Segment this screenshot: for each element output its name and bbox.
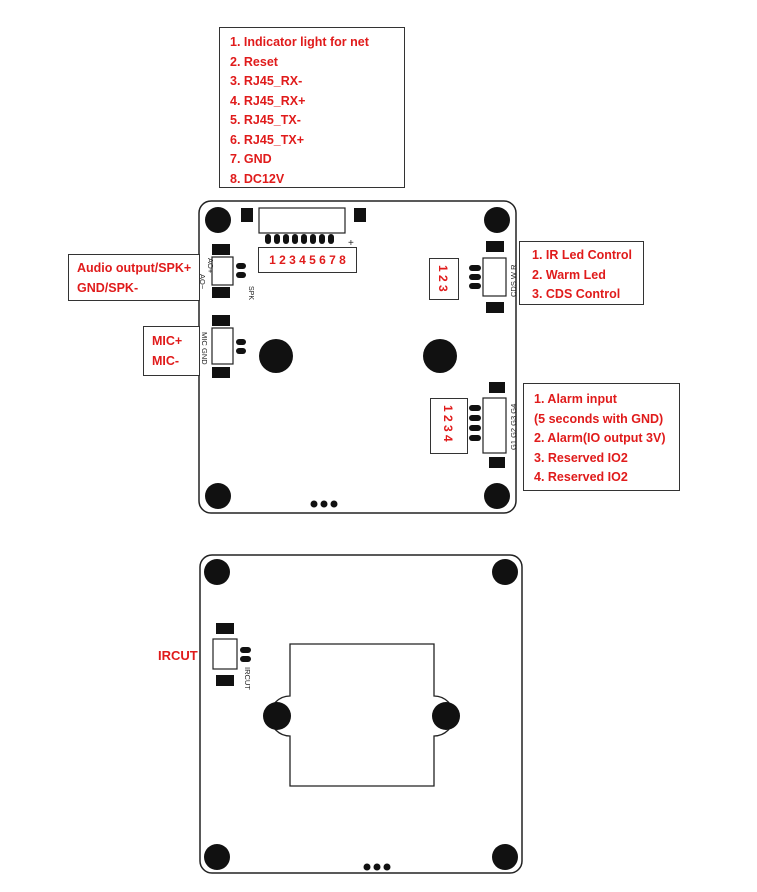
mic-plus-label: MIC+ [152,334,183,348]
audio-label-box: Audio output/SPK+ GND/SPK- [68,254,200,301]
net-pin-7: 7. GND [230,152,272,166]
net-pin-numbers: 1 2 3 4 5 6 7 8 [269,253,346,267]
ao-connector [211,256,234,286]
ir-pin-numbers: 1 2 3 [436,265,450,292]
cds-control-label: 3. CDS Control [532,287,621,301]
silk-ao-minus: AO− [198,274,207,290]
reserved-io2-label-1: 3. Reserved IO2 [534,450,628,465]
silk-gnd: GND [200,348,209,365]
mic-minus-label: MIC- [152,353,180,368]
net-pin-3: 3. RJ45_RX- [230,74,303,88]
ir-pin-numbers-box: 1 2 3 [429,258,459,300]
net-pin-list-box: 1. Indicator light for net 2. Reset 3. R… [219,27,405,188]
lens-mount-outline [269,643,455,787]
net-connector-body [258,207,346,234]
net-pin-list: 1. Indicator light for net 2. Reset 3. R… [230,33,404,189]
silk-cds-w-r: CDS W R [509,264,518,297]
center-hole-right [423,339,457,373]
reserved-io2-label-2: 4. Reserved IO2 [534,470,628,484]
silk-spk: SPK [247,286,254,300]
mic-label-box: MIC+ MIC- [143,326,200,376]
silk-ircut: IRCUT [243,667,252,690]
net-pin-numbers-box: 1 2 3 4 5 6 7 8 [258,247,357,273]
alarm-label-box: 1. Alarm input (5 seconds with GND) 2. A… [523,383,680,491]
mount-hole-b-br [492,844,518,870]
mount-hole-tl [205,207,231,233]
mount-hole-br [484,483,510,509]
net-pin-4: 4. RJ45_RX+ [230,93,306,108]
audio-spk-plus-label: Audio output/SPK+ [77,261,192,275]
top-board-outline [198,200,517,514]
silk-g-labels: G1 G2 G3 G4 [509,404,518,450]
lens-hole-right [432,702,460,730]
ircut-connector [212,638,238,670]
net-pin-2: 2. Reset [230,54,278,69]
mount-hole-b-bl [204,844,230,870]
center-hole-left [259,339,293,373]
mount-hole-bl [205,483,231,509]
silk-ao-plus: AO+ [206,258,215,274]
ir-led-control-label: 1. IR Led Control [532,248,632,262]
mount-hole-b-tl [204,559,230,585]
mic-connector [211,327,234,365]
alarm-input-label: 1. Alarm input [534,392,617,406]
ir-label-box: 1. IR Led Control 2. Warm Led 3. CDS Con… [519,241,644,305]
plus-mark: + [348,238,354,249]
ircut-label: IRCUT [158,648,198,663]
alarm-pin-numbers-box: 1 2 3 4 [430,398,468,454]
alarm-pin-numbers: 1 2 3 4 [441,405,455,442]
net-pin-5: 5. RJ45_TX- [230,113,301,127]
net-pin-6: 6. RJ45_TX+ [230,132,305,147]
net-pin-1: 1. Indicator light for net [230,35,369,49]
silk-mic: MIC [200,332,209,346]
alarm-input-note: (5 seconds with GND) [534,411,664,426]
mount-hole-b-tr [492,559,518,585]
mount-hole-tr [484,207,510,233]
net-pin-8: 8. DC12V [230,171,285,186]
lens-hole-left [263,702,291,730]
ir-connector [482,257,507,297]
net-connector-pins [265,234,334,244]
alarm-output-label: 2. Alarm(IO output 3V) [534,431,666,445]
warm-led-label: 2. Warm Led [532,267,606,282]
alarm-connector [482,397,507,454]
audio-spk-minus-label: GND/SPK- [77,280,139,295]
